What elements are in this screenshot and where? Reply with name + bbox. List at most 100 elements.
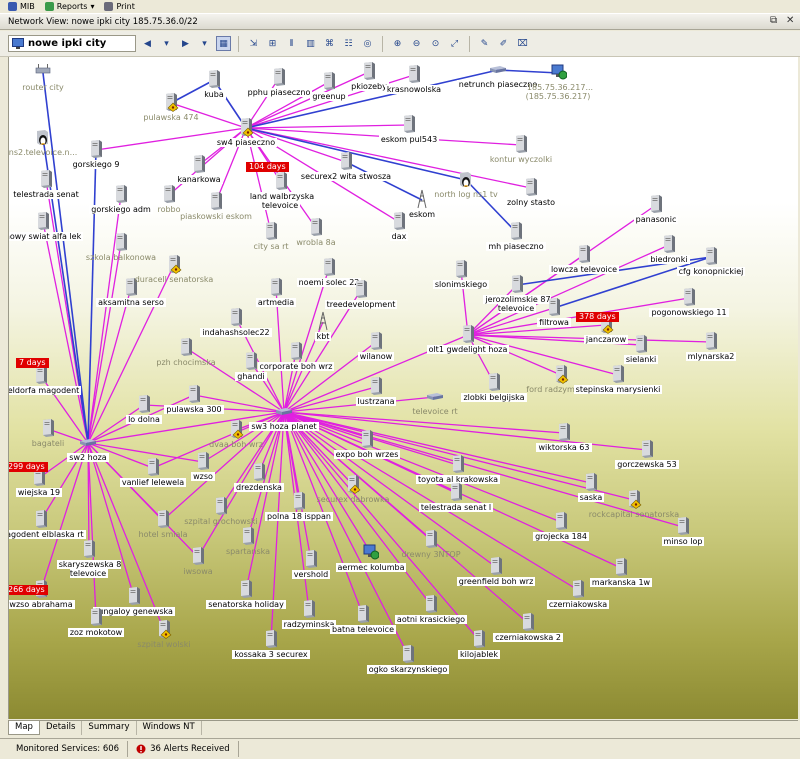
node-label-text: mh piaseczno — [486, 242, 546, 251]
node-label: saska — [541, 493, 641, 502]
close-icon[interactable]: ✕ — [786, 15, 795, 26]
menu-mib-label: MIB — [20, 1, 35, 11]
server-icon — [33, 509, 49, 529]
back-arrow-icon[interactable]: ◀ — [144, 38, 151, 49]
node-label: wrobla 8a — [266, 238, 366, 247]
edit-icon[interactable]: ✎ — [480, 38, 489, 49]
server-icon — [268, 277, 284, 297]
node-label: grojecka 184 — [511, 532, 611, 541]
menu-item-print[interactable]: Print — [104, 1, 135, 11]
tab-summary[interactable]: Summary — [82, 721, 137, 735]
network-link — [87, 411, 285, 444]
node-label-text: city sa rt — [253, 242, 289, 251]
switch-icon — [427, 386, 443, 406]
select-tool-icon[interactable]: ⇲ — [249, 38, 258, 49]
menu-bar: MIB Reports ▾ Print — [0, 0, 800, 12]
node-label-text: olt1 gwdelight hoza — [426, 345, 510, 354]
node-label: stepinska marysienki — [568, 385, 668, 394]
node-label: mh piaseczno — [466, 242, 566, 251]
tab-details[interactable]: Details — [40, 721, 83, 735]
node-label-text: telestrada senat — [11, 190, 81, 199]
node-label: north log ns1 tv — [416, 190, 516, 199]
server-icon — [610, 364, 626, 384]
server-icon — [40, 418, 56, 438]
server-icon — [556, 422, 572, 442]
node-label-text: eskom pul543 — [378, 135, 440, 144]
node-label-text: gorczewska 53 — [615, 460, 679, 469]
grid-layout-icon[interactable]: ⊞ — [268, 38, 277, 49]
zoom-in-icon[interactable]: ⊕ — [393, 38, 402, 49]
network-link — [283, 411, 529, 624]
view-name-field[interactable]: nowe ipki city — [8, 35, 136, 52]
server-icon — [291, 491, 307, 511]
node-label: pogonowskiego 11 — [639, 308, 739, 317]
server-warning-icon — [166, 254, 182, 274]
tab-windows-nt[interactable]: Windows NT — [137, 721, 202, 735]
network-link — [283, 411, 592, 484]
node-label-text: pzh chocimska — [156, 358, 216, 367]
network-link — [38, 442, 89, 479]
zoom-out-icon[interactable]: ⊖ — [412, 38, 421, 49]
globe-icon — [363, 542, 380, 562]
server-icon — [88, 139, 104, 159]
node-label-text: hotel smiala — [138, 530, 188, 539]
server-warning-icon — [345, 474, 361, 494]
node-label-text: lowcza televoice — [548, 265, 620, 274]
fit-to-screen-icon[interactable]: ⤢ — [450, 38, 459, 49]
server-icon — [359, 429, 375, 449]
node-label-text: expo boh wrzes — [333, 450, 401, 459]
node-label-text: pulawska 300 — [164, 405, 224, 414]
restore-icon[interactable]: ⧉ — [770, 15, 778, 26]
server-icon — [423, 529, 439, 549]
hierarchy-icon[interactable]: ☷ — [344, 38, 353, 49]
tree-layout-icon[interactable]: ⌘ — [325, 38, 334, 49]
node-label-text: sw4 piaseczno — [214, 138, 278, 147]
node-label-text: saska — [577, 493, 605, 502]
bar-chart-icon[interactable]: ▥ — [306, 38, 315, 49]
chevron-down-icon[interactable]: ▾ — [164, 38, 169, 49]
circle-layout-icon[interactable]: ◎ — [363, 38, 372, 49]
node-label-text: ns2.televoice.n... — [8, 148, 78, 157]
node-label: filtrowa — [504, 318, 604, 327]
node-label: lo dolna — [94, 415, 194, 424]
server-icon — [576, 244, 592, 264]
node-label-text: noemi solec 22 — [296, 278, 362, 287]
node-label: dvaa boh wrz — [186, 440, 286, 449]
node-label: tungaloy genewska — [84, 607, 184, 616]
server-warning-icon — [238, 117, 254, 137]
network-link — [185, 347, 285, 413]
node-label: pzh chocimska — [136, 358, 236, 367]
node-label: spartanska — [198, 547, 298, 556]
server-warning-icon — [228, 419, 244, 439]
tab-map[interactable]: Map — [8, 721, 40, 735]
map-toolbar: nowe ipki city ◀ ▾ ▶ ▾ ▦ ⇲ ⊞ ⫴ ▥ ⌘ ☷ ◎ ⊕… — [0, 31, 800, 57]
node-label-text: aermec kolumba — [335, 563, 407, 572]
node-label: wiktorska 63 — [514, 443, 614, 452]
map-view-icon[interactable]: ▦ — [216, 36, 231, 51]
server-icon — [145, 457, 161, 477]
menu-item-mib[interactable]: MIB — [8, 1, 35, 11]
zoom-area-icon[interactable]: ⊙ — [431, 38, 440, 49]
node-label-text: sw3 hoza planet — [249, 422, 319, 431]
chevron-down-icon[interactable]: ▾ — [202, 38, 207, 49]
server-icon — [368, 331, 384, 351]
menu-item-reports[interactable]: Reports ▾ — [44, 1, 94, 11]
mib-icon — [8, 1, 17, 11]
lock-icon[interactable]: ⌧ — [517, 38, 528, 49]
alerts-status[interactable]: 36 Alerts Received — [128, 741, 239, 757]
column-layout-icon[interactable]: ⫴ — [289, 38, 294, 49]
window-title: Network View: nowe ipki city 185.75.36.0… — [8, 16, 198, 27]
node-label-text: artmedia — [255, 298, 297, 307]
node-label-text: batna televoice — [329, 625, 396, 634]
server-icon — [213, 496, 229, 516]
node-label-text: vershold — [291, 570, 331, 579]
server-icon — [195, 451, 211, 471]
forward-arrow-icon[interactable]: ▶ — [182, 38, 189, 49]
server-icon — [450, 454, 466, 474]
node-label: czerniakowska 2 — [478, 633, 578, 642]
network-link — [283, 411, 562, 523]
node-label-text: dax — [389, 232, 409, 241]
node-label-text: wiejska 19 — [15, 488, 63, 497]
properties-icon[interactable]: ✐ — [499, 38, 508, 49]
